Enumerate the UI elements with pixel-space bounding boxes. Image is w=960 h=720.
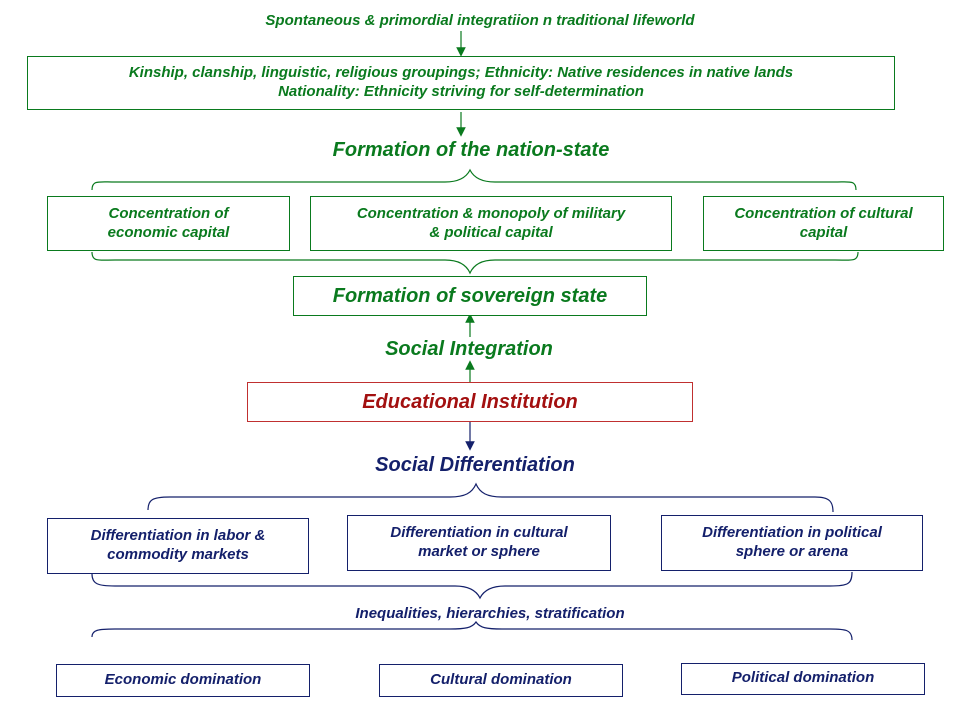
sovereign-state-label: Formation of sovereign state (332, 284, 608, 307)
economic-capital-line-2: economic capital (107, 223, 230, 241)
social-differentiation-label: Social Differentiation (375, 454, 575, 476)
political-sphere-line-2: sphere or arena (735, 543, 849, 560)
brace-inequalities (91, 571, 853, 600)
economic-domination-box: Economic domination (56, 664, 310, 697)
cultural-capital-line-1: Concentration of cultural (734, 204, 913, 222)
inequalities-label: Inequalities, hierarchies, stratificatio… (355, 605, 625, 622)
cultural-domination-box: Cultural domination (379, 664, 623, 697)
labor-markets-line-2: commodity markets (107, 546, 249, 563)
labor-markets-box: Differentiation in labor & commodity mar… (47, 518, 309, 574)
cultural-market-line-2: market or sphere (418, 543, 540, 560)
cultural-capital-line-2: capital (799, 223, 848, 241)
groupings-line-1: Kinship, clanship, linguistic, religious… (128, 64, 794, 82)
labor-markets-line-1: Differentiation in labor & (90, 527, 266, 545)
military-political-capital-box: Concentration & monopoly of military & p… (310, 196, 672, 251)
educational-institution-label: Educational Institution (362, 390, 578, 413)
cultural-market-box: Differentiation in cultural market or sp… (347, 515, 611, 571)
political-domination-box: Political domination (681, 663, 925, 695)
economic-capital-line-1: Concentration of (108, 204, 229, 222)
groupings-box: Kinship, clanship, linguistic, religious… (27, 56, 895, 110)
cultural-capital-box: Concentration of cultural capital (703, 196, 944, 251)
political-sphere-line-1: Differentiation in political (702, 524, 882, 542)
social-integration-label: Social Integration (385, 338, 553, 360)
military-political-line-1: Concentration & monopoly of military (356, 204, 626, 222)
brace-social-differentiation (147, 482, 834, 513)
political-sphere-box: Differentiation in political sphere or a… (661, 515, 923, 571)
brace-nation-state (91, 168, 857, 191)
groupings-line-2: Nationality: Ethnicity striving for self… (278, 83, 644, 100)
nation-state-title: Formation of the nation-state (332, 139, 610, 161)
economic-domination-label: Economic domination (104, 671, 262, 689)
lifeworld-heading: Spontaneous & primordial integratiion n … (265, 12, 695, 29)
sovereign-state-box: Formation of sovereign state (293, 276, 647, 316)
economic-capital-box: Concentration of economic capital (47, 196, 290, 251)
brace-sovereign-state (91, 251, 859, 275)
brace-dominations (91, 620, 853, 641)
educational-institution-box: Educational Institution (247, 382, 693, 422)
political-domination-label: Political domination (731, 669, 875, 686)
cultural-market-line-1: Differentiation in cultural (390, 524, 568, 542)
military-political-line-2: & political capital (429, 223, 553, 241)
cultural-domination-label: Cultural domination (430, 671, 572, 689)
